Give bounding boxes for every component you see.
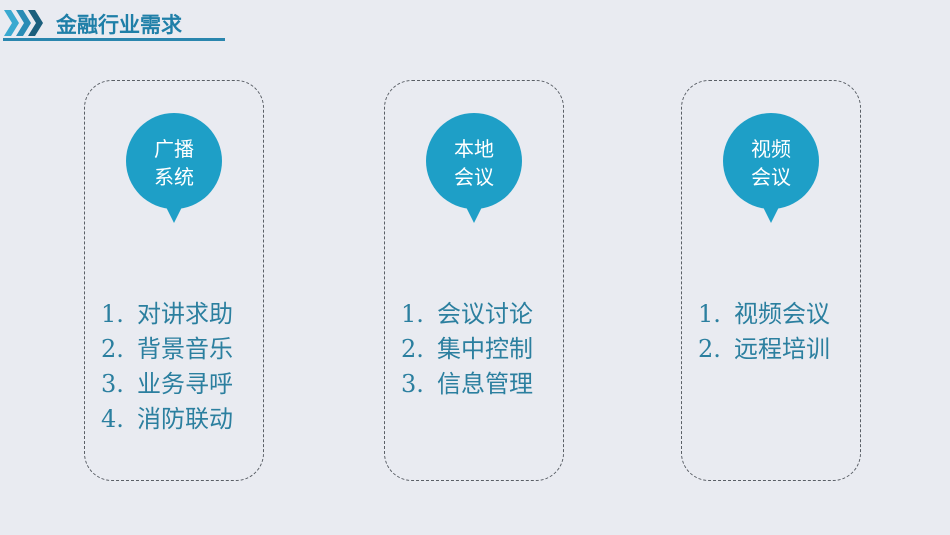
list-item: 1.视频会议 [698, 300, 830, 328]
list-item: 2.集中控制 [401, 335, 533, 363]
card-video-conference: 视频 会议 1.视频会议 2.远程培训 [681, 80, 861, 481]
pin-badge: 本地 会议 [425, 113, 523, 225]
list-item: 1.会议讨论 [401, 300, 533, 328]
feature-list: 1.对讲求助 2.背景音乐 3.业务寻呼 4.消防联动 [101, 297, 233, 437]
list-item: 4.消防联动 [101, 405, 233, 433]
title-underline [3, 38, 225, 41]
pin-label: 视频 会议 [751, 137, 791, 189]
map-pin-shape [426, 113, 522, 223]
list-item: 1.对讲求助 [101, 300, 233, 328]
pin-badge: 广播 系统 [125, 113, 223, 225]
pin-label: 广播 系统 [154, 137, 194, 189]
list-item: 2.远程培训 [698, 335, 830, 363]
card-broadcast-system: 广播 系统 1.对讲求助 2.背景音乐 3.业务寻呼 4.消防联动 [84, 80, 264, 481]
map-pin-shape [723, 113, 819, 223]
list-item: 3.业务寻呼 [101, 370, 233, 398]
pin-badge: 视频 会议 [722, 113, 820, 225]
feature-list: 1.视频会议 2.远程培训 [698, 297, 830, 367]
map-pin-shape [126, 113, 222, 223]
list-item: 3.信息管理 [401, 370, 533, 398]
card-local-conference: 本地 会议 1.会议讨论 2.集中控制 3.信息管理 [384, 80, 564, 481]
list-item: 2.背景音乐 [101, 335, 233, 363]
pin-label: 本地 会议 [454, 137, 494, 189]
slide-header: 金融行业需求 [0, 0, 240, 44]
feature-list: 1.会议讨论 2.集中控制 3.信息管理 [401, 297, 533, 402]
triple-chevron-right-icon [4, 10, 43, 36]
page-title: 金融行业需求 [56, 13, 182, 37]
